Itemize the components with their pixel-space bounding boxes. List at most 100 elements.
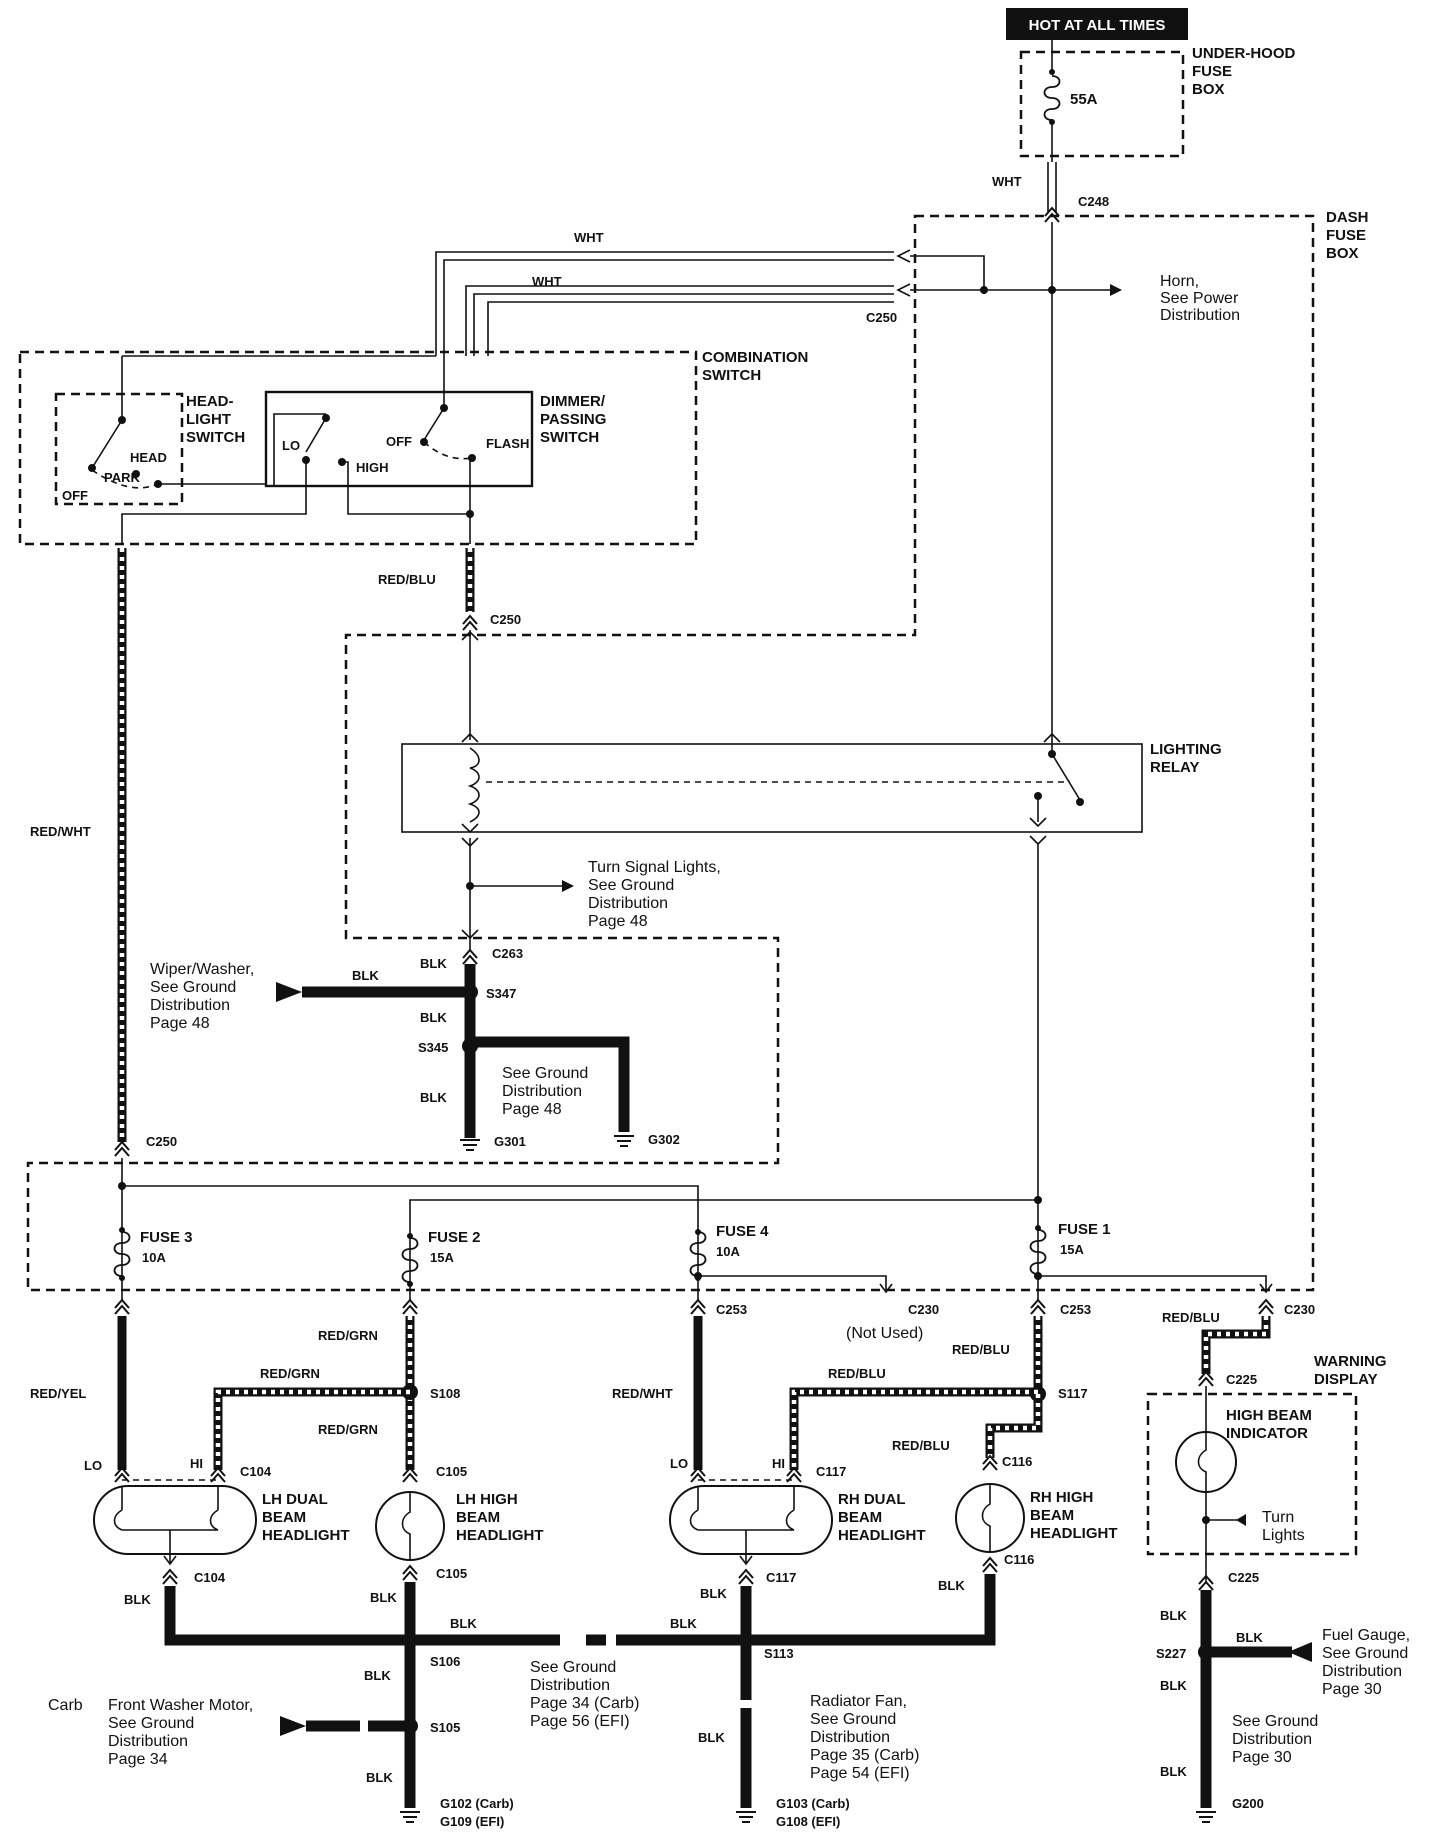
dash-fuse-box-label-1: DASH xyxy=(1326,209,1369,226)
fuse-1-rating: 15A xyxy=(1060,1242,1084,1257)
fuse-2-rating: 15A xyxy=(430,1250,454,1265)
c253-right-label: C253 xyxy=(1060,1302,1091,1317)
flash-position-label: FLASH xyxy=(486,436,529,451)
blk-rh-label-1: BLK xyxy=(700,1586,727,1601)
fuse-4-rating: 10A xyxy=(716,1244,740,1259)
lh-high-label-3: HEADLIGHT xyxy=(456,1527,544,1544)
ground-30-note-3: Page 30 xyxy=(1232,1749,1292,1766)
radiator-note-2: See Ground xyxy=(810,1711,896,1728)
blk-w3-label: BLK xyxy=(1160,1678,1187,1693)
red-yel-label: RED/YEL xyxy=(30,1386,86,1401)
rh-dual-label-1: RH DUAL xyxy=(838,1491,906,1508)
ground-30-note-1: See Ground xyxy=(1232,1713,1318,1730)
wiper-note-2: See Ground xyxy=(150,979,236,996)
hi-rh-label: HI xyxy=(772,1456,785,1471)
fuel-note-3: Distribution xyxy=(1322,1663,1402,1680)
fuel-note-4: Page 30 xyxy=(1322,1681,1382,1698)
turn-signal-note-3: Distribution xyxy=(588,895,668,912)
headlight-switch-label-2: LIGHT xyxy=(186,411,231,428)
not-used-label: (Not Used) xyxy=(846,1325,923,1342)
fuse-1-name: FUSE 1 xyxy=(1058,1221,1111,1238)
main-fuse-rating: 55A xyxy=(1070,91,1098,108)
c253-left-label: C253 xyxy=(716,1302,747,1317)
high-beam-indicator-label-2: INDICATOR xyxy=(1226,1425,1308,1442)
blk-label-3: BLK xyxy=(420,1010,447,1025)
g302-ground-icon xyxy=(613,1135,635,1147)
under-hood-label-2: FUSE xyxy=(1192,63,1232,80)
under-hood-fuse-box xyxy=(1019,50,1185,158)
g200-ground-icon xyxy=(1195,1811,1217,1823)
blk-rh-label-2: BLK xyxy=(938,1578,965,1593)
c105-bottom-label: C105 xyxy=(436,1566,467,1581)
turn-lights-label-1: Turn xyxy=(1262,1509,1294,1526)
dash-fuse-box-label-2: FUSE xyxy=(1326,227,1366,244)
hi-lh-label: HI xyxy=(190,1456,203,1471)
s227-label: S227 xyxy=(1156,1646,1186,1661)
lh-dual-label-1: LH DUAL xyxy=(262,1491,328,1508)
combination-switch-box xyxy=(18,350,698,546)
radiator-note-3: Distribution xyxy=(810,1729,890,1746)
main-fuse-icon xyxy=(1043,75,1061,121)
fuse-2-name: FUSE 2 xyxy=(428,1229,481,1246)
under-hood-label-3: BOX xyxy=(1192,81,1225,98)
fuse-3-rating: 10A xyxy=(142,1250,166,1265)
lh-dual-beam-headlight xyxy=(93,1485,257,1555)
horn-note-2: See Power xyxy=(1160,290,1239,307)
combination-switch-label-2: SWITCH xyxy=(702,367,761,384)
g103-ground-icon xyxy=(735,1811,757,1823)
ground-center-note-4: Page 56 (EFI) xyxy=(530,1713,630,1730)
warning-display-box xyxy=(1146,1392,1358,1556)
wiper-note-3: Distribution xyxy=(150,997,230,1014)
lo-position-label: LO xyxy=(282,438,300,453)
lo-lh-label: LO xyxy=(84,1458,102,1473)
headlight-switch-label-3: SWITCH xyxy=(186,429,245,446)
rh-high-label-2: BEAM xyxy=(1030,1507,1074,1524)
radiator-note-5: Page 54 (EFI) xyxy=(810,1765,910,1782)
ground-48-note-3: Page 48 xyxy=(502,1101,562,1118)
g102-ground-icon xyxy=(399,1811,421,1823)
blk-lh-label-2: BLK xyxy=(370,1590,397,1605)
c104-bottom-label: C104 xyxy=(194,1570,226,1585)
red-blu-label-1: RED/BLU xyxy=(378,572,436,587)
head-position-label: HEAD xyxy=(130,450,167,465)
red-grn-label-1: RED/GRN xyxy=(318,1328,378,1343)
s105-label: S105 xyxy=(430,1720,460,1735)
turn-signal-note-2: See Ground xyxy=(588,877,674,894)
red-blu-label-2: RED/BLU xyxy=(952,1342,1010,1357)
c116-bottom-label: C116 xyxy=(1004,1552,1034,1567)
washer-note-3: Distribution xyxy=(108,1733,188,1750)
headlight-switch-label-1: HEAD- xyxy=(186,393,234,410)
dash-fuse-box-outline xyxy=(26,214,1315,1292)
washer-note-2: See Ground xyxy=(108,1715,194,1732)
combination-switch-label-1: COMBINATION xyxy=(702,349,808,366)
wht-label-2: WHT xyxy=(532,274,562,289)
g109-label: G109 (EFI) xyxy=(440,1814,504,1829)
blk-label-2: BLK xyxy=(352,968,379,983)
horn-note-3: Distribution xyxy=(1160,307,1240,324)
park-position-label: PARK xyxy=(104,470,140,485)
lighting-relay-label-1: LIGHTING xyxy=(1150,741,1222,758)
headlight-switch-box xyxy=(54,392,184,506)
lighting-relay-box xyxy=(401,743,1143,833)
fuse-3-name: FUSE 3 xyxy=(140,1229,193,1246)
hot-at-all-times-box xyxy=(1006,8,1188,40)
lo-rh-label: LO xyxy=(670,1456,688,1471)
s117-label: S117 xyxy=(1058,1386,1088,1401)
wht-label-1: WHT xyxy=(574,230,604,245)
dimmer-switch-label-1: DIMMER/ xyxy=(540,393,606,410)
c250-left-label: C250 xyxy=(146,1134,177,1149)
dimmer-switch-label-3: SWITCH xyxy=(540,429,599,446)
c105-top-label: C105 xyxy=(436,1464,467,1479)
turn-lights-label-2: Lights xyxy=(1262,1527,1305,1544)
washer-note-1: Front Washer Motor, xyxy=(108,1697,253,1714)
c225-top-label: C225 xyxy=(1226,1372,1257,1387)
wiper-note-1: Wiper/Washer, xyxy=(150,961,254,978)
g103-label: G103 (Carb) xyxy=(776,1796,850,1811)
s347-label: S347 xyxy=(486,986,516,1001)
blk-g1-label: BLK xyxy=(364,1668,391,1683)
rh-high-label-3: HEADLIGHT xyxy=(1030,1525,1118,1542)
off-dimmer-label: OFF xyxy=(386,434,412,449)
red-blu-label-5: RED/BLU xyxy=(1162,1310,1220,1325)
